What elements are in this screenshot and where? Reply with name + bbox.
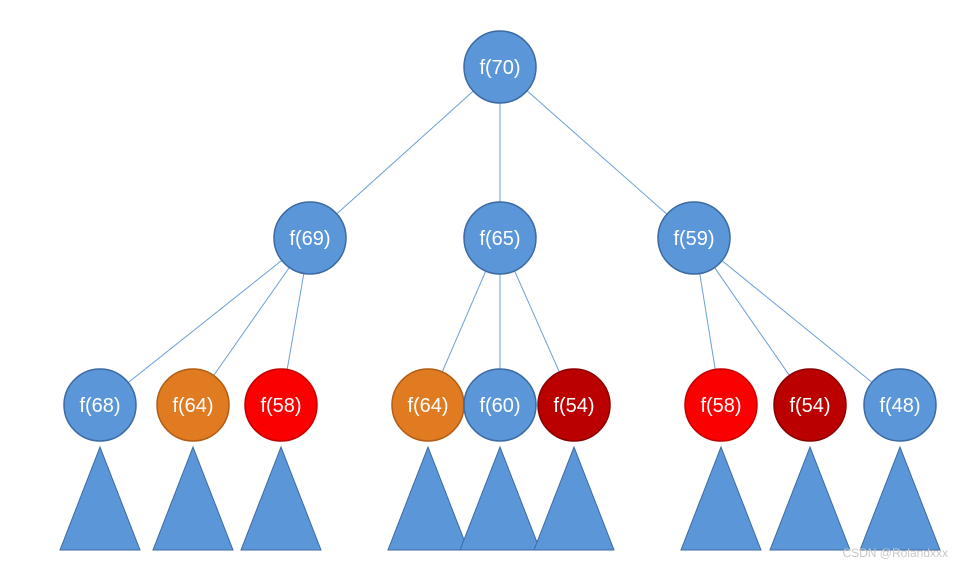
- tree-edge: [441, 270, 487, 373]
- tree-edge: [699, 273, 716, 370]
- subtree-triangle: [59, 445, 141, 551]
- node-label: f(64): [407, 395, 448, 417]
- tree-node: f(48): [863, 368, 937, 442]
- node-circle: [463, 368, 537, 442]
- node-layer: f(70) f(69) f(65) f(59) f(68) f(64) f(58) f(64)…: [63, 30, 937, 442]
- edge-layer: [127, 90, 873, 383]
- tree-node: f(54): [773, 368, 847, 442]
- tree-node: f(64): [391, 368, 465, 442]
- subtree-triangle: [459, 445, 541, 551]
- node-label: f(59): [673, 228, 714, 250]
- node-label: f(54): [789, 395, 830, 417]
- tree-edge: [286, 273, 305, 370]
- tree-node: f(69): [273, 201, 347, 275]
- subtree-triangle: [680, 445, 762, 551]
- tree-edge: [514, 270, 560, 373]
- node-label: f(58): [700, 395, 741, 417]
- tree-edge: [336, 90, 474, 215]
- subtree-triangle: [240, 445, 322, 551]
- node-circle: [273, 201, 347, 275]
- node-circle: [657, 201, 731, 275]
- tree-edge: [127, 260, 283, 383]
- tree-node: f(58): [244, 368, 318, 442]
- subtree-triangle: [387, 445, 469, 551]
- node-circle: [863, 368, 937, 442]
- subtree-triangle: [533, 445, 615, 551]
- watermark: CSDN @Rolandxxx: [842, 546, 948, 560]
- tree-node: f(58): [684, 368, 758, 442]
- node-circle: [463, 30, 537, 104]
- tree-node: f(64): [156, 368, 230, 442]
- node-circle: [463, 201, 537, 275]
- node-circle: [244, 368, 318, 442]
- subtree-triangle: [769, 445, 851, 551]
- node-label: f(69): [289, 228, 330, 250]
- node-label: f(68): [79, 395, 120, 417]
- tree-node: f(68): [63, 368, 137, 442]
- node-circle: [773, 368, 847, 442]
- subtree-triangle: [152, 445, 234, 551]
- subtree-layer: [59, 445, 941, 551]
- node-label: f(65): [479, 228, 520, 250]
- node-circle: [684, 368, 758, 442]
- tree-edge: [714, 267, 790, 376]
- tree-node: f(70): [463, 30, 537, 104]
- tree-edge: [721, 260, 873, 383]
- node-label: f(48): [879, 395, 920, 417]
- node-label: f(58): [260, 395, 301, 417]
- tree-node: f(54): [537, 368, 611, 442]
- node-label: f(70): [479, 57, 520, 79]
- tree-edge: [526, 90, 668, 215]
- tree-node: f(65): [463, 201, 537, 275]
- tree-edge: [213, 267, 290, 376]
- node-circle: [63, 368, 137, 442]
- node-label: f(60): [479, 395, 520, 417]
- node-label: f(54): [553, 395, 594, 417]
- node-label: f(64): [172, 395, 213, 417]
- node-circle: [156, 368, 230, 442]
- tree-node: f(60): [463, 368, 537, 442]
- subtree-triangle: [859, 445, 941, 551]
- node-circle: [537, 368, 611, 442]
- tree-node: f(59): [657, 201, 731, 275]
